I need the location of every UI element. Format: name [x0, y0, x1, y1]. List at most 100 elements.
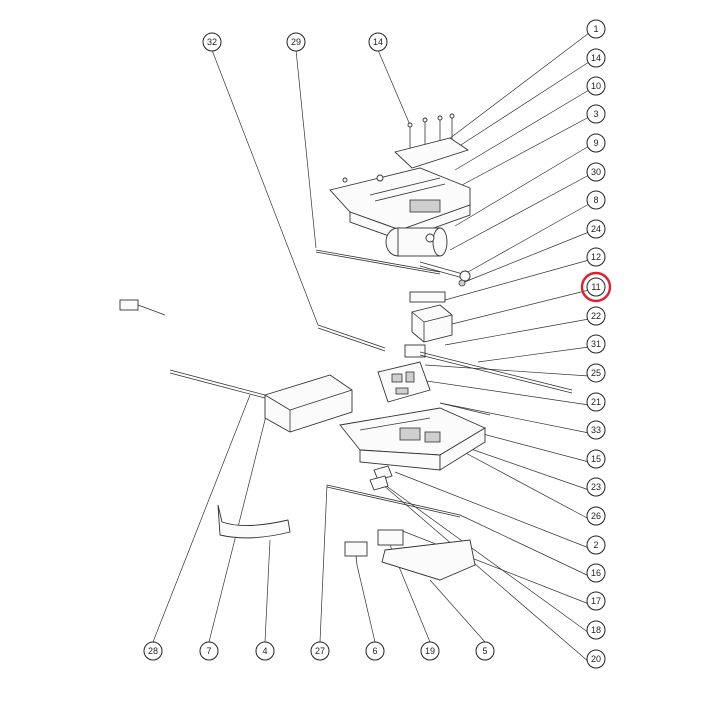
svg-text:28: 28	[148, 646, 158, 656]
leader-30	[449, 174, 590, 251]
circuit-board	[377, 361, 431, 403]
svg-text:3: 3	[593, 109, 598, 119]
leader-lines	[152, 32, 590, 663]
lens-cover	[217, 504, 291, 539]
svg-text:12: 12	[591, 252, 601, 262]
leader-6	[356, 564, 376, 643]
callout-32: 32	[202, 32, 222, 52]
svg-text:33: 33	[591, 425, 601, 435]
svg-text:22: 22	[591, 311, 601, 321]
leader-17	[399, 529, 590, 605]
callout-28: 28	[143, 641, 163, 661]
svg-text:4: 4	[262, 646, 267, 656]
callout-18: 18	[586, 620, 606, 640]
pin	[317, 324, 386, 349]
callout-21: 21	[586, 392, 606, 412]
switch-block	[411, 304, 453, 343]
exploded-parts	[119, 113, 573, 581]
leader-5	[429, 579, 486, 643]
callout-markers: 1 14 10 3 9 30 8 24 12 11 22 31 25 21 33…	[143, 19, 606, 669]
callout-24: 24	[586, 219, 606, 239]
svg-text:1: 1	[593, 24, 598, 34]
top-screws	[407, 113, 455, 150]
leader-8	[467, 203, 590, 273]
callout-14-right: 14	[586, 48, 606, 68]
leader-22	[444, 318, 590, 346]
svg-text:2: 2	[593, 540, 598, 550]
callout-1: 1	[586, 19, 606, 39]
leader-16	[459, 514, 590, 577]
leader-11	[447, 289, 590, 326]
svg-text:14: 14	[591, 53, 601, 63]
callout-27: 27	[310, 641, 330, 661]
callout-22: 22	[586, 306, 606, 326]
svg-text:9: 9	[593, 138, 598, 148]
callout-5: 5	[475, 641, 495, 661]
leader-12	[444, 259, 590, 301]
svg-text:14: 14	[373, 37, 383, 47]
callout-10: 10	[586, 76, 606, 96]
leader-10	[454, 89, 590, 171]
base-housing	[339, 407, 486, 471]
leader-24	[461, 231, 590, 284]
leader-29	[295, 49, 317, 249]
callout-14-top: 14	[368, 32, 388, 52]
svg-text:30: 30	[591, 167, 601, 177]
svg-text:27: 27	[315, 646, 325, 656]
leader-31	[477, 346, 590, 363]
leader-4	[264, 539, 271, 643]
svg-text:17: 17	[591, 596, 601, 606]
connector	[404, 344, 426, 358]
leader-18	[384, 484, 590, 634]
svg-text:26: 26	[591, 511, 601, 521]
callout-15: 15	[586, 449, 606, 469]
leader-27	[319, 484, 328, 643]
callout-25: 25	[586, 363, 606, 383]
svg-text:23: 23	[591, 482, 601, 492]
svg-text:16: 16	[591, 568, 601, 578]
callout-2: 2	[586, 535, 606, 555]
leader-14-right	[449, 61, 590, 153]
callout-33: 33	[586, 420, 606, 440]
svg-text:15: 15	[591, 454, 601, 464]
bracket	[409, 291, 446, 303]
leader-14-top	[377, 49, 411, 126]
leader-3	[461, 116, 590, 186]
leader-26	[459, 449, 590, 520]
callout-16: 16	[586, 563, 606, 583]
leader-21	[419, 379, 590, 406]
callout-31: 31	[586, 334, 606, 354]
drive-shaft	[419, 261, 471, 287]
callout-4: 4	[255, 641, 275, 661]
leader-1	[444, 32, 590, 143]
callout-12: 12	[586, 247, 606, 267]
leader-20	[374, 477, 590, 663]
callout-8: 8	[586, 190, 606, 210]
mounting-plate	[394, 137, 470, 169]
svg-text:29: 29	[291, 37, 301, 47]
hinge-parts	[344, 529, 404, 566]
track-rod	[169, 369, 266, 396]
highlight-ring	[580, 271, 612, 303]
svg-text:31: 31	[591, 339, 601, 349]
motor	[385, 227, 448, 257]
leader-28	[152, 394, 251, 643]
callout-11: 11	[586, 277, 606, 297]
long-rod	[419, 351, 573, 391]
callout-9: 9	[586, 133, 606, 153]
power-plug	[119, 299, 166, 316]
svg-text:10: 10	[591, 81, 601, 91]
rail-rod	[315, 249, 441, 273]
svg-text:20: 20	[591, 654, 601, 664]
leader-33	[439, 402, 590, 434]
callout-6: 6	[365, 641, 385, 661]
wire	[439, 402, 491, 416]
svg-text:7: 7	[206, 646, 211, 656]
callout-19: 19	[420, 641, 440, 661]
callout-23: 23	[586, 477, 606, 497]
callout-3: 3	[586, 104, 606, 124]
leader-9	[454, 145, 590, 227]
callout-29: 29	[286, 32, 306, 52]
svg-text:24: 24	[591, 224, 601, 234]
